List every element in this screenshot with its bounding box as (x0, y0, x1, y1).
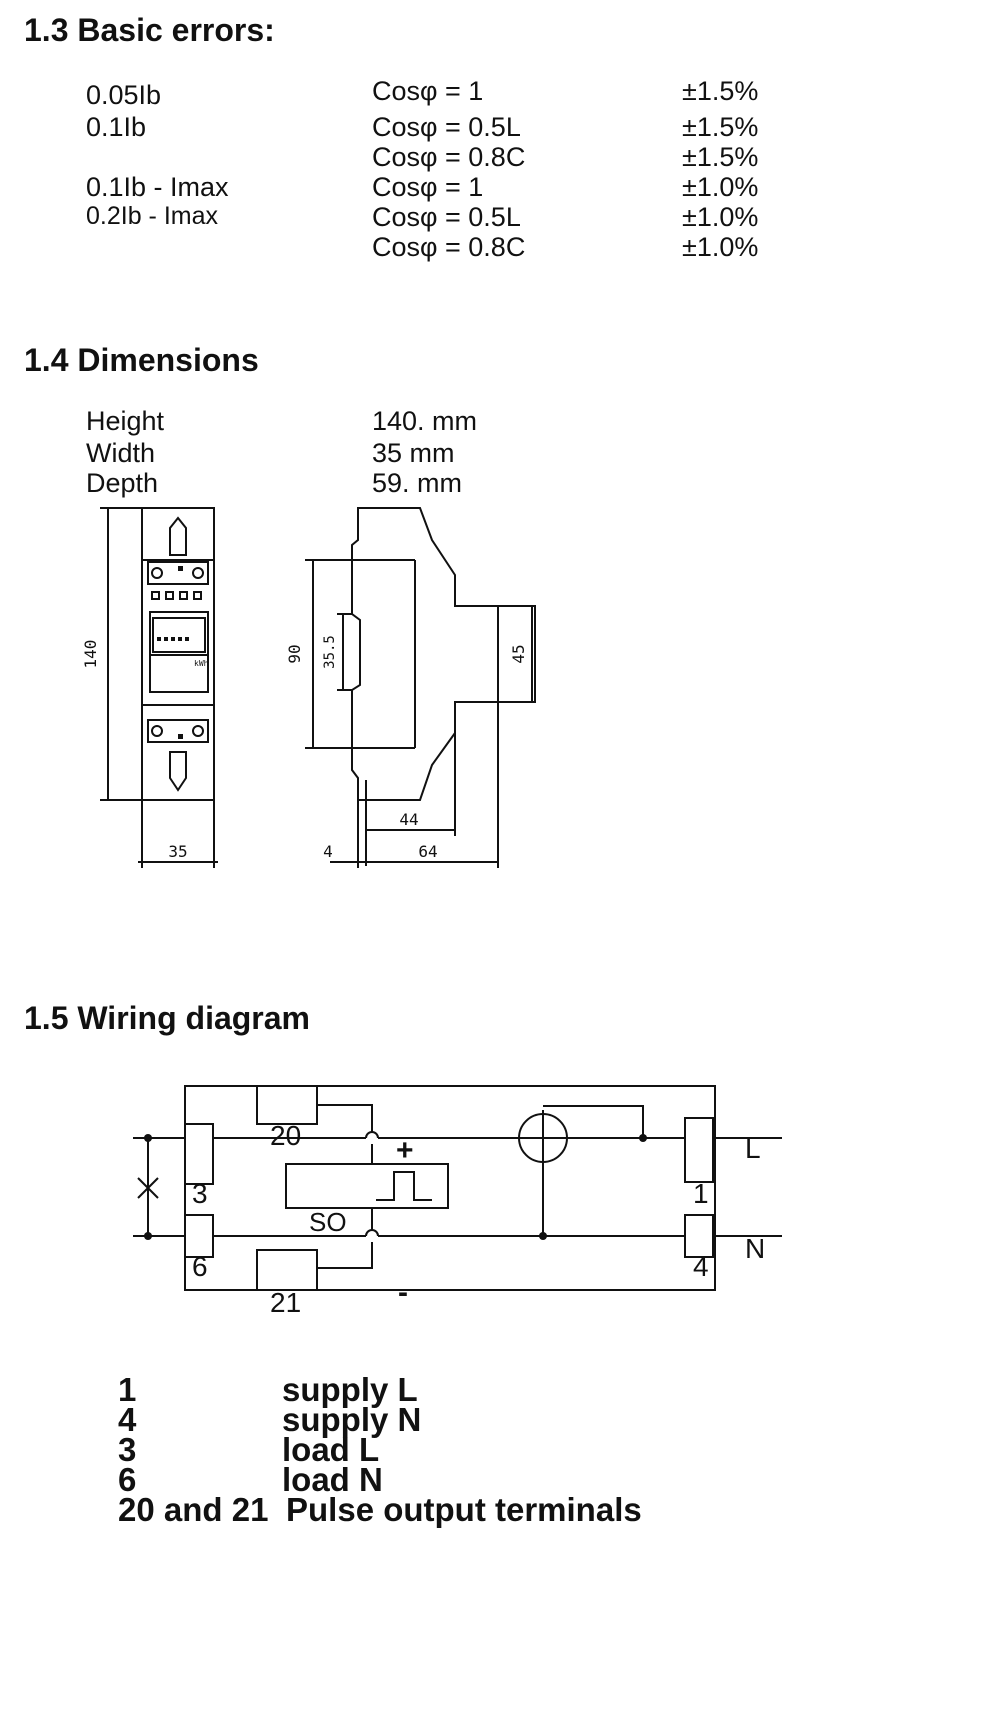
legend-desc: supply N (282, 1401, 422, 1438)
line-L-label: L (745, 1133, 761, 1164)
meter-enclosure (184, 1085, 716, 1291)
legend-term: 4 (118, 1401, 137, 1438)
terminal-4-label: 4 (693, 1251, 709, 1282)
error-value: ±1.0% (682, 232, 759, 262)
terminal-21 (256, 1249, 318, 1291)
error-cos: Cosφ = 0.8C (372, 232, 526, 262)
dimension-value: 59. mm (372, 468, 463, 498)
error-cos: Cosφ = 0.8C (372, 142, 526, 172)
top-terminal-block (147, 561, 209, 585)
terminal-20 (256, 1085, 318, 1125)
terminal-3-label: 3 (192, 1178, 208, 1209)
terminal-6 (184, 1214, 214, 1258)
terminal-20-label: 20 (270, 1120, 301, 1151)
error-current: 0.1Ib - Imax (86, 172, 229, 202)
legend-desc: load L (282, 1431, 380, 1468)
width-dimension-label: 35 (168, 842, 187, 861)
rail-dimension-label: 90 (285, 644, 304, 663)
legend-desc: Pulse output terminals (286, 1491, 642, 1528)
bottom-clamp-icon (169, 751, 187, 792)
total-depth-label: 64 (418, 842, 437, 861)
display-window (149, 611, 209, 693)
error-value: ±1.5% (682, 76, 759, 106)
terminal-1 (684, 1117, 714, 1183)
terminal-21-label: 21 (270, 1287, 301, 1318)
terminal-6-label: 6 (192, 1251, 208, 1282)
basic-errors-heading: 1.3 Basic errors: (24, 12, 275, 48)
error-value: ±1.5% (682, 112, 759, 142)
error-current: 0.05Ib (86, 80, 162, 110)
din-dimension-label: 35.5 (322, 635, 338, 669)
line-N-label: N (745, 1233, 765, 1264)
error-value: ±1.5% (682, 142, 759, 172)
top-dimension-label: 45 (509, 644, 528, 663)
inner-depth-label: 44 (399, 810, 418, 829)
bottom-terminal-block (147, 719, 209, 743)
height-dimension-label: 140 (81, 640, 100, 669)
dimension-value: 35 mm (372, 438, 455, 468)
meter-front-body (141, 507, 215, 801)
error-cos: Cosφ = 1 (372, 172, 484, 202)
legend-term: 1 (118, 1371, 137, 1408)
meter-side-profile (351, 507, 536, 801)
offset-dimension-label: 4 (323, 842, 333, 861)
pulse-icon (376, 1171, 432, 1201)
dimension-value: 140. mm (372, 406, 478, 436)
error-value: ±1.0% (682, 202, 759, 232)
dimension-label: Height (86, 406, 165, 436)
legend-desc: load N (282, 1461, 383, 1498)
wiring-heading: 1.5 Wiring diagram (24, 1000, 310, 1036)
so-label: SO (309, 1207, 347, 1237)
legend-term: 6 (118, 1461, 137, 1498)
error-cos: Cosφ = 0.5L (372, 202, 521, 232)
terminal-4 (684, 1214, 714, 1258)
display-unit-label: kWh (194, 659, 209, 668)
legend-desc: supply L (282, 1371, 418, 1408)
pulse-output-box (285, 1163, 449, 1209)
dimension-label: Depth (86, 468, 159, 498)
legend-term: 3 (118, 1431, 137, 1468)
error-current: 0.2Ib - Imax (86, 202, 218, 230)
dimensions-heading: 1.4 Dimensions (24, 342, 259, 378)
minus-sign: - (398, 1276, 408, 1309)
terminal-3 (184, 1123, 214, 1185)
dimension-label: Width (86, 438, 156, 468)
error-current: 0.1Ib (86, 112, 147, 142)
error-value: ±1.0% (682, 172, 759, 202)
top-clamp-icon (169, 516, 187, 556)
terminal-1-label: 1 (693, 1178, 709, 1209)
error-cos: Cosφ = 0.5L (372, 112, 521, 142)
plus-sign: + (396, 1134, 414, 1167)
error-cos: Cosφ = 1 (372, 76, 484, 106)
legend-term: 20 and 21 (118, 1491, 269, 1528)
